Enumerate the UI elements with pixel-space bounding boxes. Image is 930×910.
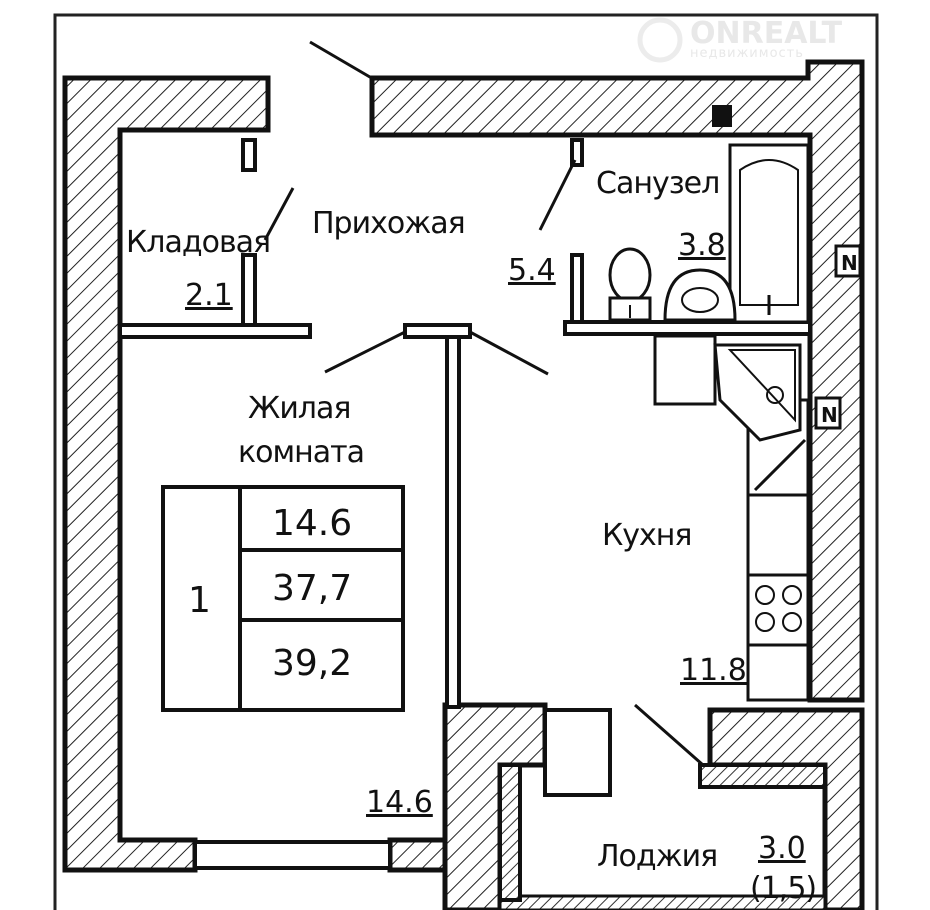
watermark-logo-icon [637,17,683,63]
gas-pipe [753,438,807,492]
interior-walls [118,138,812,709]
living-area: 14.6 [366,785,433,820]
riser-marker-2-label: N [821,403,838,427]
loggia-area: 3.0 [758,831,806,866]
living-area-value: 14.6 [272,503,352,544]
total-with-loggia-value: 39,2 [272,643,352,684]
bathtub-icon [728,143,810,324]
loggia-reduced-area: (1,5) [750,871,816,906]
exterior-walls [62,59,865,910]
riser-top [712,105,732,127]
kitchen-label: Кухня [602,518,691,553]
wall-bottom-center [442,702,548,910]
loggia-wall [698,763,827,789]
storage-label: Кладовая [126,225,270,260]
riser-marker-2: N [814,396,842,430]
plan-frame [53,13,879,910]
toilet-icon [608,247,652,322]
total-area-value: 37,7 [272,568,352,609]
kitchen-sink-icon [727,349,796,423]
kitchen-area: 11.8 [680,653,747,688]
stove-icon [755,585,802,632]
hallway-label: Прихожая [312,206,465,241]
living-label-1: Жилая [248,391,350,426]
bathroom-label: Санузел [596,166,719,201]
door-swings [263,40,704,767]
storage-area: 2.1 [185,278,233,313]
riser-marker-1: N [834,244,862,278]
riser-marker-1-label: N [841,251,858,275]
watermark-brand: ONREALT [690,16,843,51]
balcony-window [543,708,612,797]
summary-table [161,485,405,712]
loggia-label: Лоджия [597,839,717,874]
watermark-tagline: недвижимость [690,46,804,61]
hallway-area: 5.4 [508,253,556,288]
loggia-wall-left [498,763,522,902]
wall-left [62,75,271,873]
watermark: ONREALT недвижимость [637,16,843,63]
living-label-2: комната [238,435,364,470]
bathroom-area: 3.8 [678,228,726,263]
wall-top-right [369,59,865,703]
window-living [193,840,392,870]
sink-icon [663,268,737,322]
rooms-count: 1 [188,580,211,621]
window-loggia-bottom [498,894,827,910]
wall-bottom-mid [387,837,448,873]
kitchen-counter [653,334,810,702]
